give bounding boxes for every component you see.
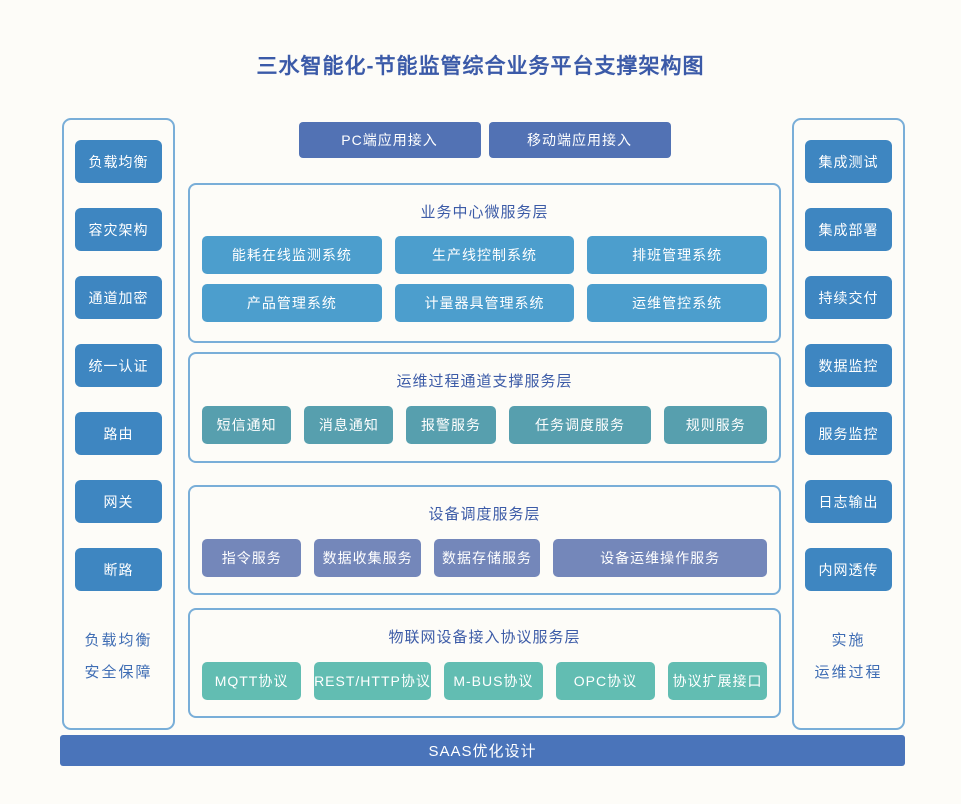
layer-ops-channel-support: 运维过程通道支撑服务层 短信通知 消息通知 报警服务 任务调度服务 规则服务 [188, 352, 781, 463]
layer-business-microservices: 业务中心微服务层 能耗在线监测系统 生产线控制系统 排班管理系统 产品管理系统 … [188, 183, 781, 343]
layer4-row: MQTT协议 REST/HTTP协议 M-BUS协议 OPC协议 协议扩展接口 [190, 662, 779, 700]
layer2-row: 短信通知 消息通知 报警服务 任务调度服务 规则服务 [190, 406, 779, 444]
node-intranet-passthrough: 内网透传 [805, 548, 892, 591]
node-device-om-operation: 设备运维操作服务 [553, 539, 767, 577]
node-production-line-control: 生产线控制系统 [394, 236, 575, 274]
node-mobile-access: 移动端应用接入 [488, 122, 671, 158]
node-data-storage: 数据存储服务 [433, 539, 541, 577]
node-load-balancing: 负载均衡 [75, 140, 162, 183]
node-integration-testing: 集成测试 [805, 140, 892, 183]
layer1-title: 业务中心微服务层 [420, 204, 549, 221]
saas-footer-label: SAAS优化设计 [428, 743, 537, 760]
right-caption-line2: 运维过程 [814, 664, 883, 681]
node-unified-auth: 统一认证 [75, 344, 162, 387]
node-routing: 路由 [75, 412, 162, 455]
saas-footer-bar: SAAS优化设计 [60, 735, 905, 766]
node-task-scheduling: 任务调度服务 [508, 406, 652, 444]
access-button-row: PC端应用接入 移动端应用接入 [188, 122, 781, 158]
node-data-monitoring: 数据监控 [805, 344, 892, 387]
node-shift-scheduling: 排班管理系统 [587, 236, 768, 274]
node-continuous-delivery: 持续交付 [805, 276, 892, 319]
node-rest-http-protocol: REST/HTTP协议 [314, 662, 431, 700]
layer4-title: 物联网设备接入协议服务层 [388, 629, 581, 646]
layer2-title: 运维过程通道支撑服务层 [396, 373, 573, 390]
node-protocol-extension: 协议扩展接口 [667, 662, 768, 700]
node-opc-protocol: OPC协议 [555, 662, 655, 700]
left-panel-caption: 负载均衡 安全保障 [84, 625, 152, 689]
node-energy-online-monitoring: 能耗在线监测系统 [202, 236, 382, 274]
node-circuit-breaker: 断路 [75, 548, 162, 591]
layer-iot-protocol-access: 物联网设备接入协议服务层 MQTT协议 REST/HTTP协议 M-BUS协议 … [188, 608, 781, 718]
node-disaster-recovery: 容灾架构 [75, 208, 162, 251]
node-product-management: 产品管理系统 [202, 284, 382, 322]
node-mqtt-protocol: MQTT协议 [202, 662, 302, 700]
node-om-control: 运维管控系统 [587, 284, 768, 322]
node-metering-instrument-management: 计量器具管理系统 [394, 284, 575, 322]
layer3-row: 指令服务 数据收集服务 数据存储服务 设备运维操作服务 [190, 539, 779, 577]
left-caption-line2: 安全保障 [84, 664, 153, 681]
right-panel-caption: 实施 运维过程 [814, 625, 882, 689]
layer3-title: 设备调度服务层 [428, 506, 541, 523]
node-pc-access: PC端应用接入 [298, 122, 481, 158]
security-panel: 负载均衡 容灾架构 通道加密 统一认证 路由 网关 断路 负载均衡 安全保障 [62, 118, 175, 730]
layer1-row1: 能耗在线监测系统 生产线控制系统 排班管理系统 [190, 236, 779, 274]
diagram-title: 三水智能化-节能监管综合业务平台支撑架构图 [256, 55, 705, 78]
node-integration-deployment: 集成部署 [805, 208, 892, 251]
ops-panel: 集成测试 集成部署 持续交付 数据监控 服务监控 日志输出 内网透传 实施 运维… [792, 118, 905, 730]
node-gateway: 网关 [75, 480, 162, 523]
node-data-collection: 数据收集服务 [314, 539, 421, 577]
node-message-notify: 消息通知 [304, 406, 394, 444]
node-channel-encryption: 通道加密 [75, 276, 162, 319]
left-caption-line1: 负载均衡 [84, 632, 153, 649]
node-log-output: 日志输出 [805, 480, 892, 523]
layer1-row2: 产品管理系统 计量器具管理系统 运维管控系统 [190, 284, 779, 322]
layer-device-dispatch: 设备调度服务层 指令服务 数据收集服务 数据存储服务 设备运维操作服务 [188, 485, 781, 595]
node-alarm-service: 报警服务 [406, 406, 496, 444]
node-service-monitoring: 服务监控 [805, 412, 892, 455]
node-rule-service: 规则服务 [664, 406, 767, 444]
node-command-service: 指令服务 [202, 539, 302, 577]
right-caption-line1: 实施 [831, 632, 866, 649]
node-sms-notify: 短信通知 [202, 406, 292, 444]
node-m-bus-protocol: M-BUS协议 [443, 662, 543, 700]
